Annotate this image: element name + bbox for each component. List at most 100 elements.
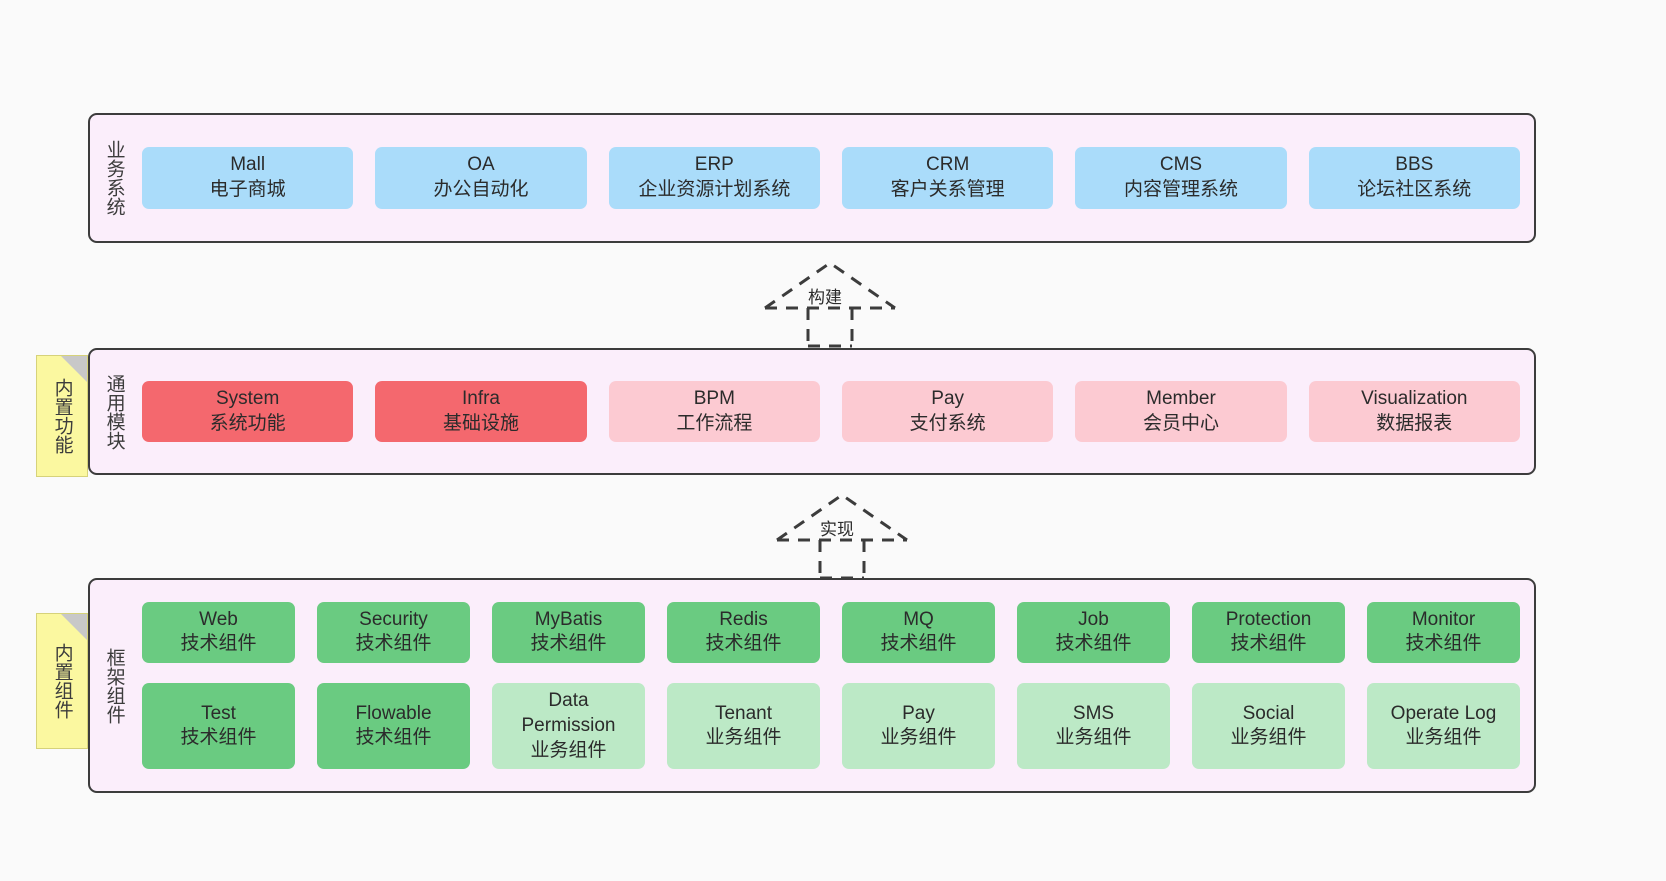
generalization-arrow-icon	[764, 261, 896, 348]
sticky-note-builtin-function-label: 内置功能	[51, 378, 73, 454]
card-title: Pay	[931, 387, 965, 409]
card-web[interactable]: Web 技术组件	[142, 601, 295, 664]
card-title: CMS	[1159, 154, 1203, 176]
card-bbs[interactable]: BBS 论坛社区系统	[1308, 147, 1520, 209]
card-title: Social	[1242, 702, 1295, 724]
layer-framework-component-title: 框架组件	[103, 647, 125, 724]
card-crm[interactable]: CRM 客户关系管理	[841, 147, 1054, 209]
card-title: BPM	[693, 387, 735, 409]
layer-framework-component-body: Web 技术组件 Security 技术组件 MyBatis 技术组件 Redi…	[138, 580, 1534, 791]
card-title: Monitor	[1411, 608, 1476, 630]
card-subtitle: 技术组件	[530, 633, 607, 655]
card-subtitle: 业务组件	[530, 739, 607, 761]
card-title: Visualization	[1361, 387, 1468, 409]
card-title: Job	[1078, 608, 1109, 630]
layer-business-system-title: 业务系统	[103, 140, 125, 216]
card-subtitle: 技术组件	[705, 633, 782, 655]
card-oa[interactable]: OA 办公自动化	[375, 147, 587, 209]
card-row: Mall 电子商城 OA 办公自动化 ERP 企业资源计划系统 CRM 客户关系…	[142, 147, 1520, 209]
card-social[interactable]: Social 业务组件	[1192, 683, 1345, 770]
card-flowable[interactable]: Flowable 技术组件	[317, 683, 470, 770]
sticky-note-builtin-component: 内置组件	[36, 613, 88, 749]
card-title: Member	[1146, 387, 1216, 409]
card-job[interactable]: Job 技术组件	[1017, 601, 1170, 664]
card-mybatis[interactable]: MyBatis 技术组件	[492, 601, 645, 664]
card-visualization[interactable]: Visualization 数据报表	[1308, 380, 1520, 443]
card-system[interactable]: System 系统功能	[142, 380, 354, 443]
layer-business-system-body: Mall 电子商城 OA 办公自动化 ERP 企业资源计划系统 CRM 客户关系…	[138, 115, 1534, 241]
connector-build-label: 构建	[808, 288, 842, 307]
card-title: System	[215, 387, 280, 409]
card-subtitle: 客户关系管理	[890, 179, 1005, 200]
card-title: SMS	[1072, 702, 1115, 724]
card-subtitle: 技术组件	[355, 633, 432, 655]
card-monitor[interactable]: Monitor 技术组件	[1367, 601, 1520, 664]
card-subtitle: 会员中心	[1142, 412, 1219, 434]
card-subtitle: 技术组件	[1405, 633, 1482, 655]
card-title: Pay	[902, 702, 935, 724]
note-fold-corner-icon	[61, 614, 87, 640]
card-subtitle: 电子商城	[209, 179, 286, 200]
card-test[interactable]: Test 技术组件	[142, 683, 295, 770]
card-title: Data	[548, 690, 589, 712]
card-cms[interactable]: CMS 内容管理系统	[1075, 147, 1287, 209]
card-subtitle: 技术组件	[180, 727, 257, 749]
card-pay-component[interactable]: Pay 业务组件	[842, 683, 995, 770]
card-erp[interactable]: ERP 企业资源计划系统	[608, 147, 820, 209]
card-subtitle: 系统功能	[209, 412, 286, 434]
card-title: Test	[201, 702, 236, 724]
card-operate-log[interactable]: Operate Log 业务组件	[1367, 683, 1520, 770]
sticky-note-builtin-function: 内置功能	[36, 355, 88, 477]
generalization-arrow-icon	[776, 493, 908, 580]
layer-business-system: 业务系统 Mall 电子商城 OA 办公自动化 ERP 企业资源计划系统 CRM…	[88, 113, 1536, 243]
layer-framework-component: 框架组件 Web 技术组件 Security 技术组件 MyBatis 技术组件…	[88, 578, 1536, 793]
card-member[interactable]: Member 会员中心	[1075, 380, 1287, 443]
card-bpm[interactable]: BPM 工作流程	[608, 380, 820, 443]
card-subtitle: 技术组件	[180, 633, 257, 655]
card-subtitle: 技术组件	[880, 633, 957, 655]
card-subtitle: 论坛社区系统	[1357, 179, 1472, 200]
card-title: Redis	[719, 608, 768, 630]
card-tenant[interactable]: Tenant 业务组件	[667, 683, 820, 770]
card-title: MQ	[903, 608, 934, 630]
card-subtitle: 企业资源计划系统	[638, 179, 791, 200]
card-subtitle: 技术组件	[355, 727, 432, 749]
card-subtitle: 工作流程	[676, 412, 753, 434]
card-title: Mall	[230, 154, 266, 176]
card-title: Protection	[1225, 608, 1312, 630]
card-mall[interactable]: Mall 电子商城	[142, 147, 354, 209]
card-row: Web 技术组件 Security 技术组件 MyBatis 技术组件 Redi…	[142, 601, 1520, 664]
card-subtitle: 技术组件	[1230, 633, 1307, 655]
card-infra[interactable]: Infra 基础设施	[375, 380, 587, 443]
card-title: BBS	[1395, 154, 1434, 176]
card-title: Flowable	[355, 702, 432, 724]
card-protection[interactable]: Protection 技术组件	[1192, 601, 1345, 664]
card-data-permission[interactable]: Data Permission 业务组件	[492, 683, 645, 770]
card-title: CRM	[926, 154, 970, 176]
connector-implement-label: 实现	[820, 520, 854, 539]
layer-common-module-title: 通用模块	[103, 373, 125, 450]
card-row: Test 技术组件 Flowable 技术组件 Data Permission …	[142, 683, 1520, 770]
card-title: Infra	[461, 387, 500, 409]
card-title: Tenant	[714, 702, 773, 724]
card-subtitle: 业务组件	[705, 727, 782, 749]
card-subtitle: 基础设施	[442, 412, 519, 434]
card-mq[interactable]: MQ 技术组件	[842, 601, 995, 664]
card-subtitle: 支付系统	[909, 412, 986, 434]
card-security[interactable]: Security 技术组件	[317, 601, 470, 664]
card-title: Operate Log	[1390, 702, 1497, 724]
sticky-note-builtin-component-label: 内置组件	[51, 643, 73, 719]
layer-common-module: 通用模块 System 系统功能 Infra 基础设施 BPM 工作流程 Pay…	[88, 348, 1536, 475]
card-subtitle: 业务组件	[1405, 727, 1482, 749]
card-subtitle: 业务组件	[1055, 727, 1132, 749]
card-redis[interactable]: Redis 技术组件	[667, 601, 820, 664]
card-pay-module[interactable]: Pay 支付系统	[841, 380, 1054, 443]
card-subtitle: 业务组件	[1230, 727, 1307, 749]
card-subtitle: 技术组件	[1055, 633, 1132, 655]
card-sms[interactable]: SMS 业务组件	[1017, 683, 1170, 770]
card-subtitle: 内容管理系统	[1123, 179, 1238, 200]
card-row: System 系统功能 Infra 基础设施 BPM 工作流程 Pay 支付系统…	[142, 380, 1520, 443]
card-title: MyBatis	[534, 608, 603, 630]
connector-implement: 实现	[772, 490, 952, 580]
